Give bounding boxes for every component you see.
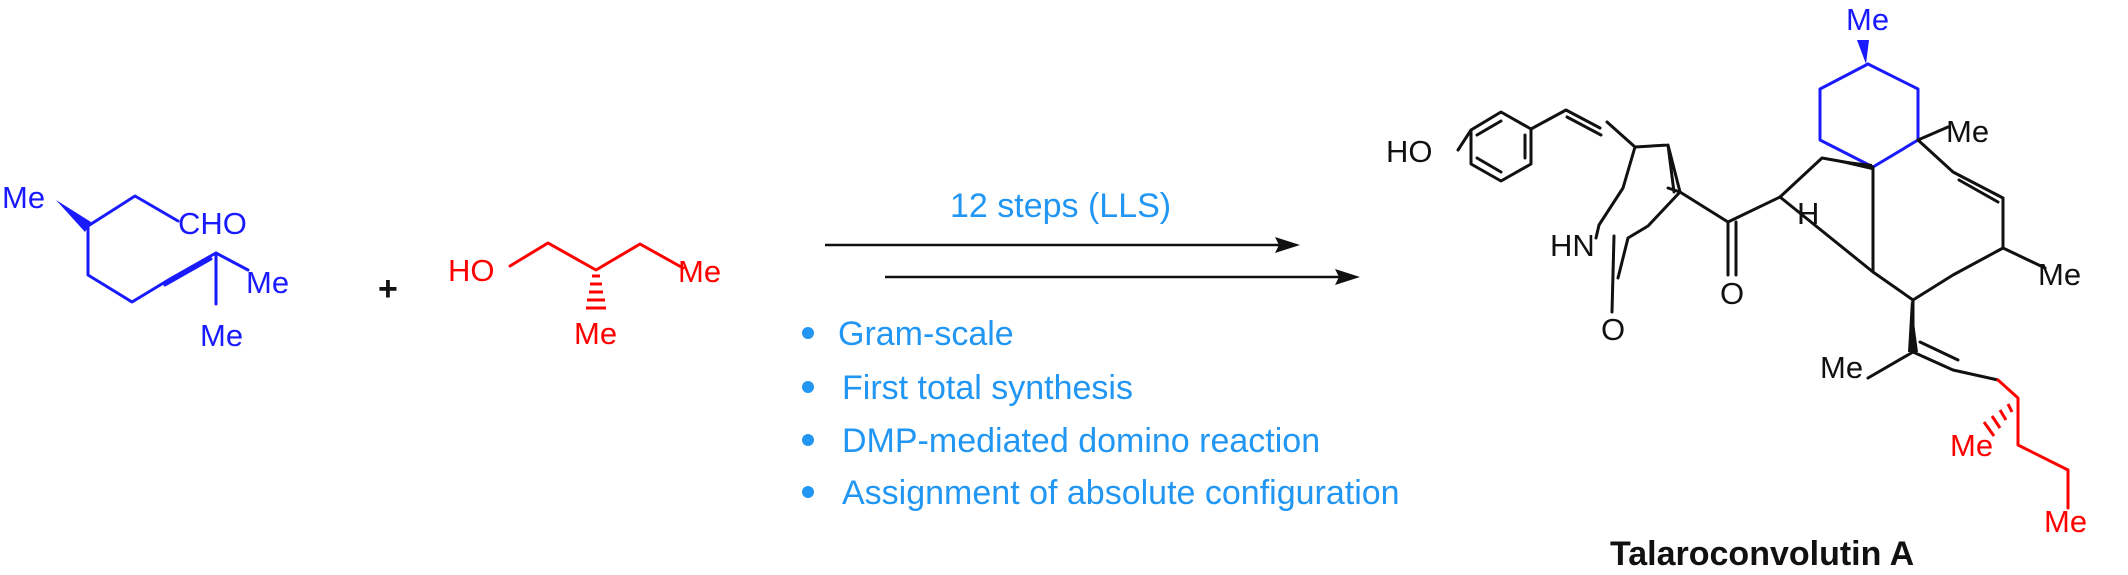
highlight-item: Gram-scale xyxy=(838,315,1014,353)
me-top-label: Me xyxy=(246,265,289,300)
me-down-label: Me xyxy=(574,316,617,351)
phenol-and-pyrrolinone xyxy=(1456,108,1682,280)
bullet xyxy=(802,327,814,339)
reaction-arrows: 12 steps (LLS) xyxy=(825,187,1360,285)
side-chain xyxy=(1911,246,2047,354)
ho-label: HO xyxy=(1386,134,1433,169)
me-bottom-label: Me xyxy=(200,318,243,353)
hash-bond-red xyxy=(1982,403,2014,437)
alcohol-skeleton xyxy=(508,241,685,272)
me-vinyl-label: Me xyxy=(1820,350,1863,385)
me-ring-label: Me xyxy=(2038,257,2081,292)
me-right-label: Me xyxy=(678,254,721,289)
product-name: Talaroconvolutin A xyxy=(1610,535,1914,570)
side-chain-alkene xyxy=(1866,340,2000,382)
ho-label: HO xyxy=(448,253,495,288)
wedge-bond xyxy=(56,200,91,232)
me-red-label: Me xyxy=(1950,428,1993,463)
arrow-top-head xyxy=(1275,237,1300,253)
me-quat-label: Me xyxy=(1946,114,1989,149)
bond-quat-me xyxy=(1916,125,1950,142)
bullet xyxy=(802,486,814,498)
bullet xyxy=(802,434,814,446)
highlight-item: Assignment of absolute configuration xyxy=(842,474,1400,512)
highlights-list: Gram-scale First total synthesis DMP-med… xyxy=(802,315,1400,512)
h-label: H xyxy=(1797,196,1819,231)
alkene-double xyxy=(1565,115,1603,137)
wedge-h xyxy=(1820,158,1872,170)
ketone-bonds xyxy=(1678,190,1782,277)
wedge-side-chain xyxy=(1908,300,1918,352)
hash-bond xyxy=(586,274,606,310)
highlight-item: DMP-mediated domino reaction xyxy=(842,422,1320,460)
reactant-aldehyde: Me CHO Me Me xyxy=(2,180,289,353)
bullet xyxy=(802,381,814,393)
aldehyde-skeleton xyxy=(86,194,250,306)
me-label: Me xyxy=(2,180,45,215)
product-structure: Talaroconvolutin A xyxy=(1610,535,1914,573)
o-ketone-label: O xyxy=(1720,276,1744,311)
plus-sign: + xyxy=(378,270,398,308)
highlight-item: First total synthesis xyxy=(842,369,1133,407)
cho-label: CHO xyxy=(178,206,247,241)
me-end-label: Me xyxy=(2044,504,2087,539)
lactam-co xyxy=(1610,234,1616,314)
side-chain-red xyxy=(1996,378,2070,510)
reactant-alcohol: HO Me Me xyxy=(448,241,721,351)
hn-label: HN xyxy=(1550,228,1595,263)
steps-label: 12 steps (LLS) xyxy=(950,187,1171,225)
cyclohexane-ring xyxy=(1818,62,1920,169)
me-top-label: Me xyxy=(1846,2,1889,37)
o-lactam-label: O xyxy=(1601,312,1625,347)
wedge-me-top xyxy=(1857,40,1869,64)
arrow-bottom-head xyxy=(1335,269,1360,285)
